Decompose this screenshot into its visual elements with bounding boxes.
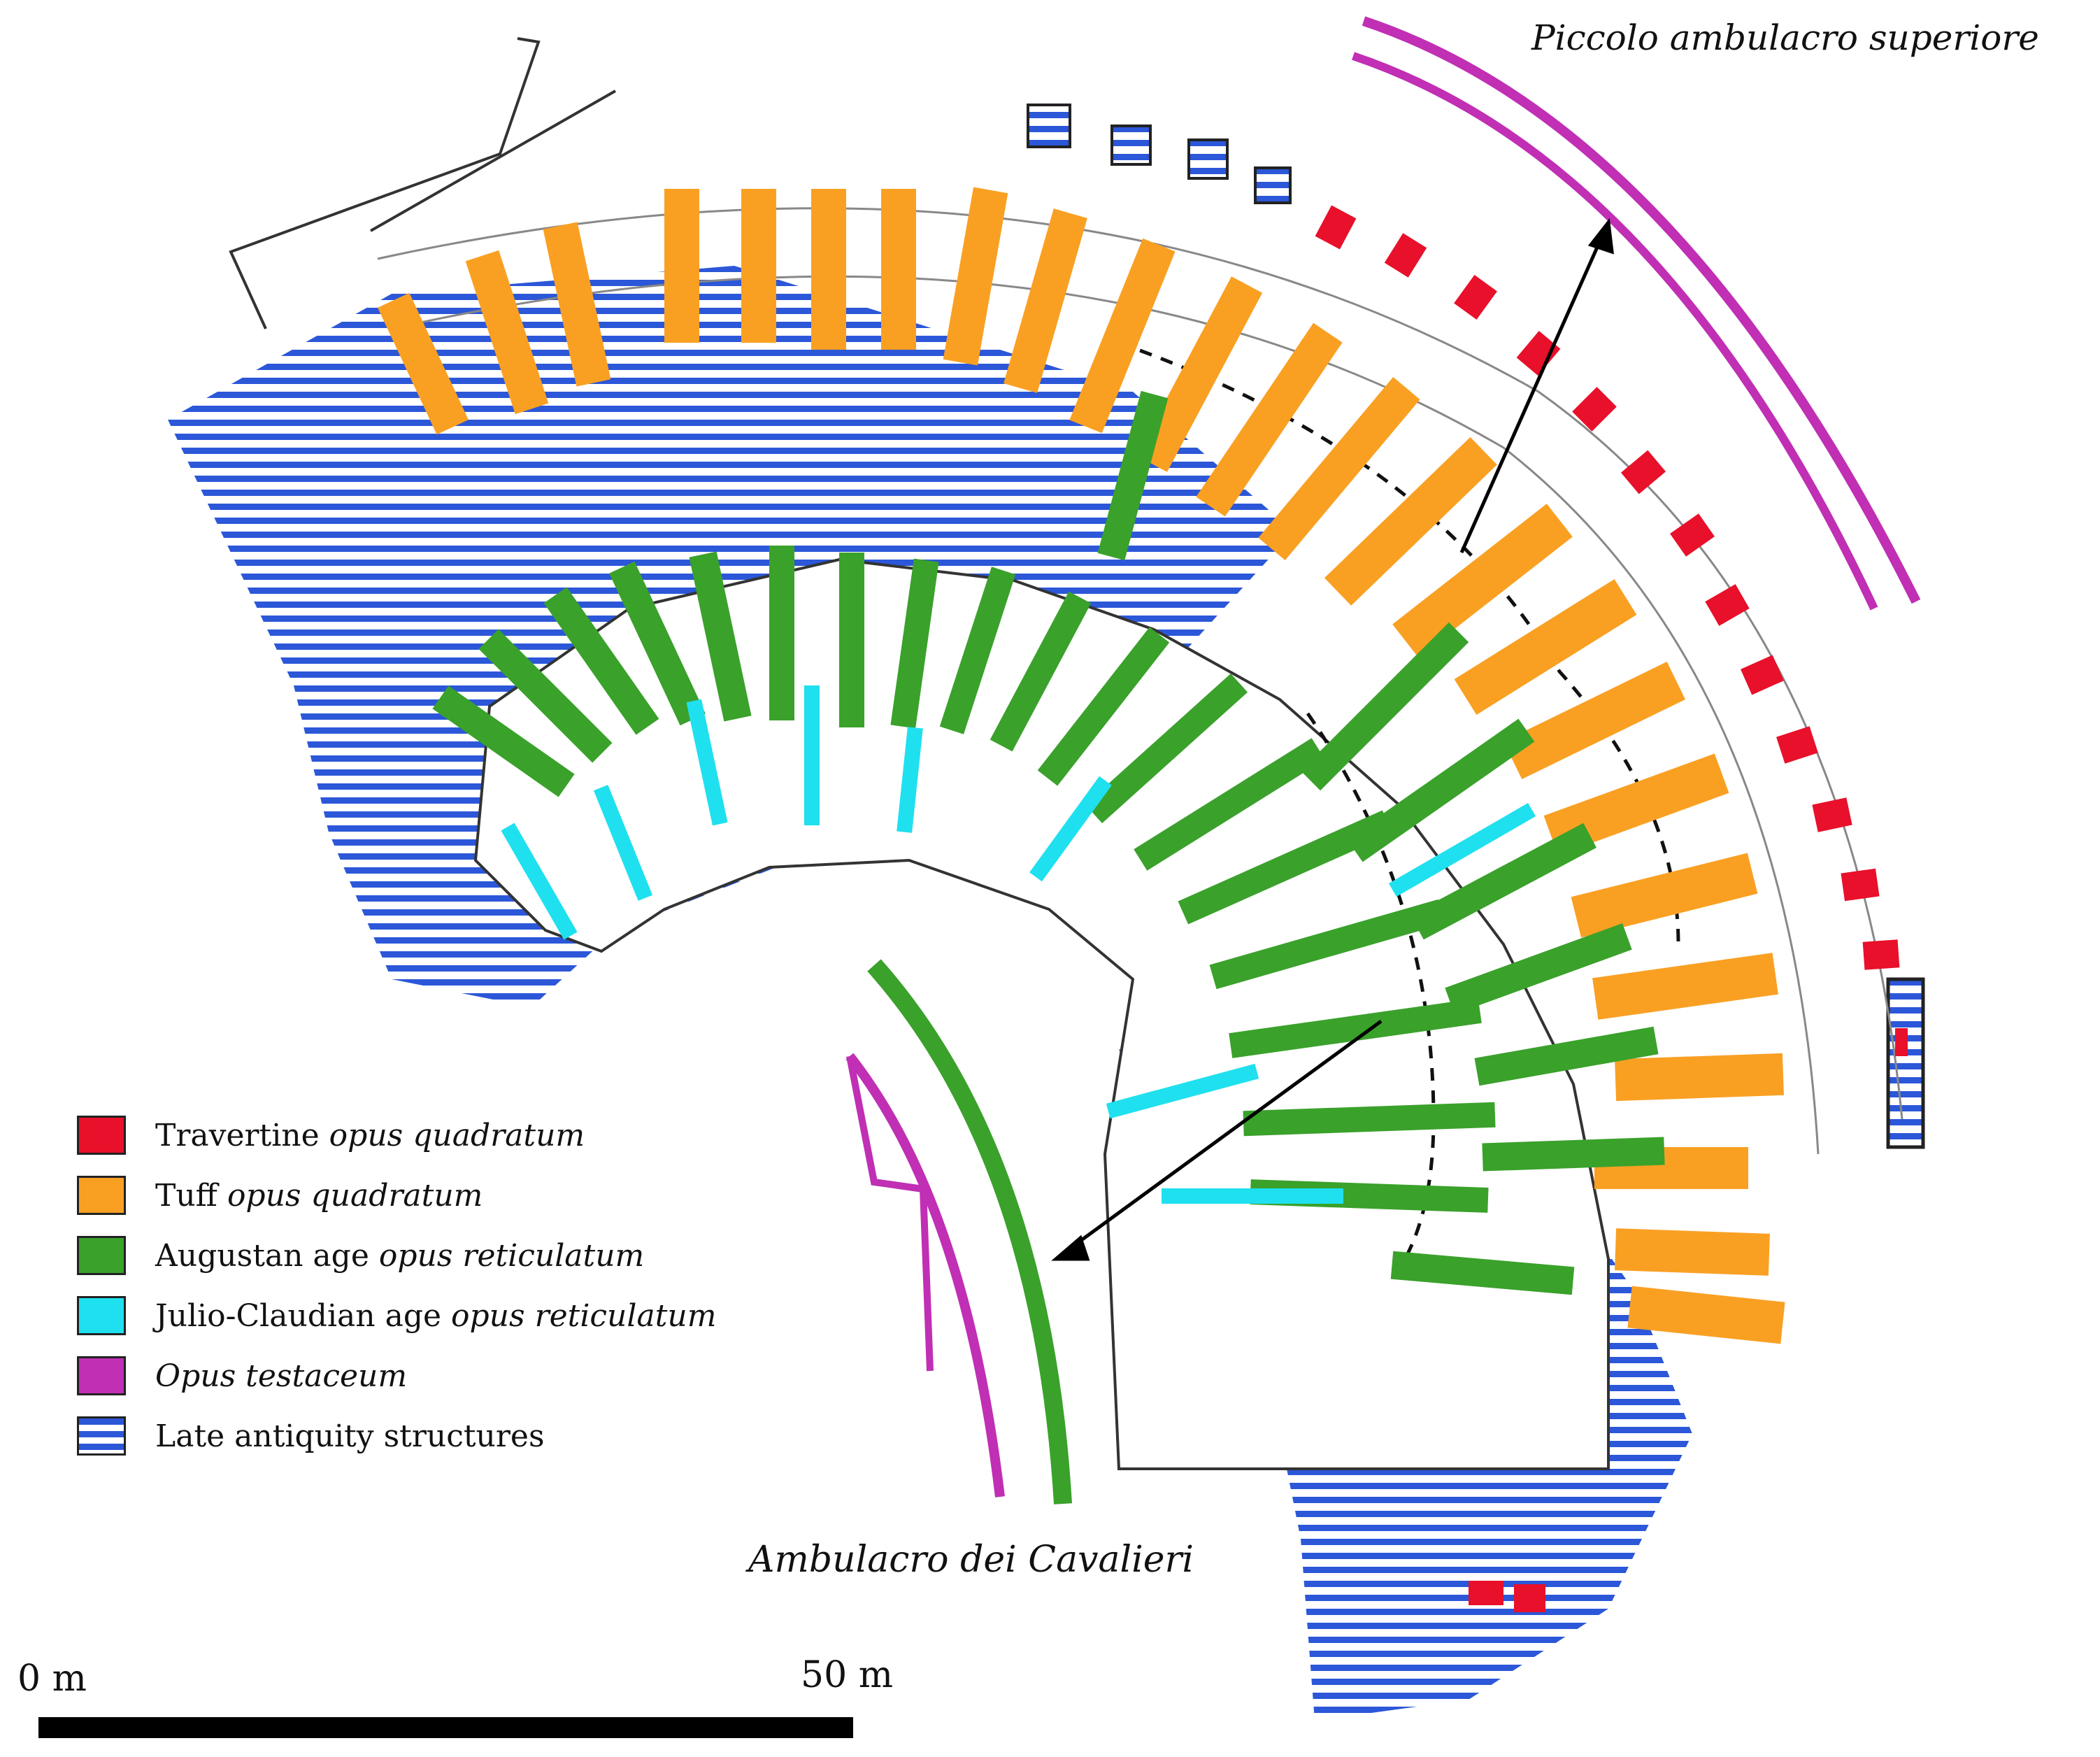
legend-item-travertine: Travertine opus quadratum (77, 1105, 716, 1165)
scale-bar (38, 1717, 853, 1738)
legend-swatch-testaceum (77, 1356, 126, 1395)
travertine-piers (1315, 205, 1908, 1612)
legend-label: Tuff (155, 1177, 227, 1214)
legend-swatch-tuff (77, 1176, 126, 1215)
legend-label: Augustan age (155, 1237, 379, 1274)
legend-label: Julio-Claudian age (155, 1297, 452, 1334)
legend-item-late-antiquity: Late antiquity structures (77, 1406, 716, 1466)
legend-swatch-augustan (77, 1236, 126, 1275)
augustan-walls (432, 390, 1665, 1295)
legend-item-tuff: Tuff opus quadratum (77, 1165, 716, 1225)
cavalieri-label: Ambulacro dei Cavalieri (748, 1539, 1194, 1581)
legend-label-em: Opus testaceum (155, 1358, 408, 1394)
legend-swatch-travertine (77, 1116, 126, 1155)
legend-item-julio-claudian: Julio-Claudian age opus reticulatum (77, 1286, 716, 1346)
legend-swatch-late-antiquity (77, 1416, 126, 1456)
legend-item-augustan: Augustan age opus reticulatum (77, 1225, 716, 1286)
piccolo-ambulacro-label: Piccolo ambulacro superiore (1531, 17, 2039, 58)
legend-label-em: opus quadratum (329, 1117, 585, 1153)
piccolo-ambulacro-structure (1362, 16, 1921, 604)
legend: Travertine opus quadratum Tuff opus quad… (77, 1105, 716, 1466)
legend-item-testaceum: Opus testaceum (77, 1346, 716, 1406)
legend-label-em: opus reticulatum (378, 1237, 645, 1274)
late-antiquity-piers (1027, 104, 1292, 204)
scale-start-label: 0 m (17, 1658, 87, 1700)
cavalieri-testaceum (845, 1053, 1005, 1498)
legend-swatch-julio-claudian (77, 1296, 126, 1335)
late-antiquity-east-room (1886, 977, 1925, 1149)
legend-label: Late antiquity structures (155, 1418, 545, 1454)
legend-label: Travertine (155, 1117, 329, 1153)
tuff-walls (378, 187, 1785, 1344)
cavalieri-green-wall (867, 959, 1072, 1505)
arrows (1051, 218, 1614, 1261)
legend-label-em: opus reticulatum (451, 1297, 717, 1334)
scale-end-label: 50 m (801, 1654, 894, 1696)
julio-claudian-walls (501, 685, 1536, 1204)
legend-label-em: opus quadratum (227, 1177, 483, 1214)
